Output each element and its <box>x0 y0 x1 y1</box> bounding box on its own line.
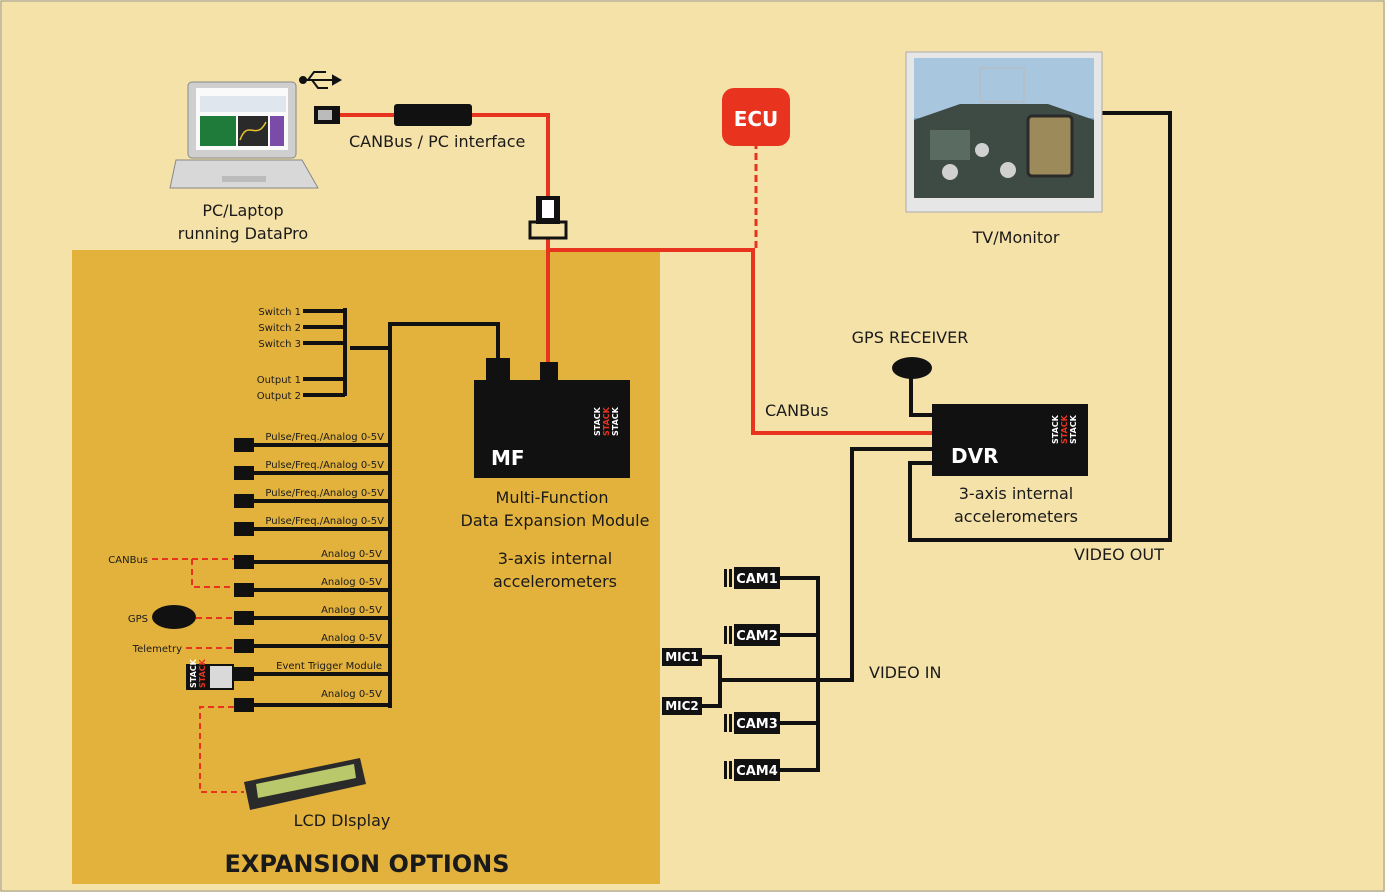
switch-label-2: Switch 2 <box>258 323 301 334</box>
channel-label: Pulse/Freq./Analog 0-5V <box>265 432 384 443</box>
event-trigger-module <box>186 664 234 690</box>
channel-label: Analog 0-5V <box>321 549 382 560</box>
canbus-wires <box>340 113 935 435</box>
channel-label: Analog 0-5V <box>321 633 382 644</box>
channel-connectors <box>234 438 254 712</box>
camera-blocks <box>724 567 780 781</box>
mf-stack-text-1: STACK <box>593 406 602 436</box>
cam-label-3: CAM3 <box>736 717 778 732</box>
cam-label-4: CAM4 <box>736 764 778 779</box>
canbus-device-label: CANBus <box>108 555 148 566</box>
dvr-stack-text-3: STACK <box>1069 414 1078 444</box>
dashed-device-links <box>152 558 244 793</box>
video-in-label: VIDEO IN <box>869 663 941 682</box>
dvr-accel-line2: accelerometers <box>954 507 1078 526</box>
channel-label: Pulse/Freq./Analog 0-5V <box>265 488 384 499</box>
video-out-label: VIDEO OUT <box>1074 545 1164 564</box>
mf-desc-line1: Multi-Function <box>496 488 609 507</box>
expansion-panel <box>72 250 660 884</box>
switch-label-3: Switch 3 <box>258 339 301 350</box>
mf-box-label: MF <box>491 446 525 470</box>
telemetry-device-label: Telemetry <box>132 644 182 655</box>
gps-receiver-icon <box>892 357 932 379</box>
channel-label: Analog 0-5V <box>321 605 382 616</box>
ecu-box <box>722 88 790 146</box>
cam-label-1: CAM1 <box>736 572 778 587</box>
ecu-label: ECU <box>734 107 779 131</box>
dvr-stack-text-2: STACK <box>1060 414 1069 444</box>
mic-blocks <box>662 648 702 715</box>
dvr-box-label: DVR <box>951 444 998 468</box>
mf-accel-line2: accelerometers <box>493 572 617 591</box>
mic-label-2: MIC2 <box>665 699 699 713</box>
channel-label: Event Trigger Module <box>276 661 382 672</box>
channel-label: Pulse/Freq./Analog 0-5V <box>265 460 384 471</box>
mf-accel-line1: 3-axis internal <box>498 549 612 568</box>
mf-module <box>474 358 630 478</box>
dvr-accel-line1: 3-axis internal <box>959 484 1073 503</box>
dvr-module <box>932 404 1088 476</box>
gps-receiver-label: GPS RECEIVER <box>852 328 969 347</box>
mf-desc-line2: Data Expansion Module <box>461 511 650 530</box>
output-label-2: Output 2 <box>257 391 301 402</box>
cam-label-2: CAM2 <box>736 629 778 644</box>
black-wires <box>252 111 1172 772</box>
channel-label: Analog 0-5V <box>321 577 382 588</box>
usb-plug <box>314 106 340 124</box>
db-connector <box>528 196 568 240</box>
channel-label: Analog 0-5V <box>321 689 382 700</box>
dvr-stack-text-1: STACK <box>1051 414 1060 444</box>
canbus-interface-module <box>394 104 472 126</box>
tv-label: TV/Monitor <box>972 228 1060 247</box>
lcd-display-icon <box>244 758 366 810</box>
output-label-1: Output 1 <box>257 375 301 386</box>
expansion-title: EXPANSION OPTIONS <box>224 850 509 878</box>
etm-stack-text: STACK <box>189 658 198 688</box>
interface-label: CANBus / PC interface <box>349 132 525 151</box>
lcd-label: LCD DIsplay <box>294 811 391 830</box>
laptop-icon <box>169 81 319 189</box>
etm-stack-text: STACK <box>198 658 207 688</box>
channel-label: Pulse/Freq./Analog 0-5V <box>265 516 384 527</box>
pc-label-line1: PC/Laptop <box>202 201 283 220</box>
pc-label-line2: running DataPro <box>178 224 308 243</box>
usb-icon <box>299 71 343 89</box>
switch-label-1: Switch 1 <box>258 307 301 318</box>
mf-stack-text-2: STACK <box>602 406 611 436</box>
tv-monitor <box>905 51 1103 213</box>
gps-icon <box>152 605 196 629</box>
gps-device-label: GPS <box>128 614 148 625</box>
mf-stack-text-3: STACK <box>611 406 620 436</box>
mic-label-1: MIC1 <box>665 650 699 664</box>
canbus-label: CANBus <box>765 401 829 420</box>
